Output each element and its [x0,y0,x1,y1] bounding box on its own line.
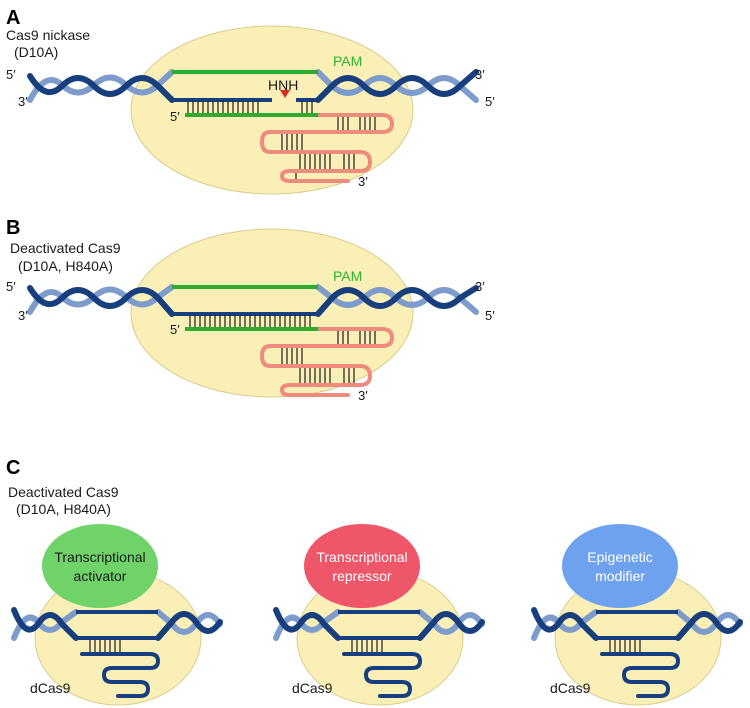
panel-label-c: C [6,457,20,479]
dcas9-label: dCas9 [30,680,71,696]
effector-label-line1: Epigenetic [587,549,652,565]
effector-domain [562,524,678,608]
dna-helix-left-dark [27,73,175,103]
end-3-right-b: 3′ [475,279,485,294]
effector-complex-2: dCas9 Transcriptional repressor [273,524,485,706]
guide-scaffold-b [259,327,395,397]
guide-3-end-a: 3′ [358,174,368,189]
end-5-right-b: 5′ [485,308,495,323]
dna-helix-left-dark [531,607,599,641]
effector-complexes: dCas9 Transcriptional activator dCas9 Transc… [11,524,743,706]
dna-helix-left-dark [273,607,341,641]
panel-a-title-line2: (D10A) [14,44,58,60]
base-pairs [351,640,383,652]
base-pairs [609,640,641,652]
effector-label-line2: repressor [332,568,391,584]
guide-5-end-a: 5′ [170,109,180,124]
end-5-left-a: 5′ [6,67,16,82]
dna-helix-left-dark [11,607,79,641]
end-3-right-a: 3′ [475,67,485,82]
guide-5-end-b: 5′ [170,322,180,337]
hnh-label: HNH [268,77,298,93]
dna-helix-right-dark [315,69,479,103]
dna-helix-right-dark [315,285,479,317]
scaffold-pairs-b [281,331,376,383]
panel-c-title-line2: (D10A, H840A) [16,501,111,517]
base-pairs-b [189,315,311,327]
guide-rna [80,652,161,698]
end-5-left-b: 5′ [6,279,16,294]
scaffold-pairs-a-bottom [299,154,331,169]
effector-domain [304,524,420,608]
dcas9-label: dCas9 [292,680,333,696]
scaffold-pairs-a [281,117,376,179]
panel-label-b: B [6,217,20,239]
panel-label-a: A [6,7,20,29]
dna-helix-left-dark [27,285,175,317]
effector-label-line1: Transcriptional [54,549,145,565]
panel-b-title-line2: (D10A, H840A) [18,258,113,274]
base-pairs [89,640,121,652]
effector-complex-3: dCas9 Epigenetic modifier [531,524,743,706]
panel-c: C Deactivated Cas9 (D10A, H840A) [6,457,119,517]
dna-helix-right-dark [417,611,485,641]
guide-scaffold-a [259,113,395,183]
dcas9-label: dCas9 [550,680,591,696]
end-3-left-b: 3′ [18,308,28,323]
pam-label-b: PAM [333,268,362,284]
panel-c-title-line1: Deactivated Cas9 [8,484,119,500]
hnh-cleavage-marker [280,90,290,98]
pam-label-a: PAM [333,53,362,69]
dna-helix-a [27,69,479,103]
guide-3-end-b: 3′ [358,388,368,403]
panel-a-title-line1: Cas9 nickase [6,27,90,43]
effector-complex-1: dCas9 Transcriptional activator [11,524,223,706]
dna-helix-b [27,284,479,317]
end-5-right-a: 5′ [485,94,495,109]
end-3-left-a: 3′ [18,94,28,109]
panel-b: B Deactivated Cas9 (D10A, H840A) [6,217,495,403]
effector-domain [42,524,158,608]
panel-a: A Cas9 nickase (D10A) [6,7,495,195]
effector-label-line2: activator [74,568,127,584]
panel-b-title-line1: Deactivated Cas9 [10,240,121,256]
effector-label-line1: Transcriptional [316,549,407,565]
guide-rna [342,652,423,698]
guide-rna [600,652,681,698]
effector-label-line2: modifier [595,568,645,584]
dna-helix-right-dark [155,611,223,641]
dna-helix-right-dark [675,611,743,641]
base-pairs-a [187,101,313,113]
